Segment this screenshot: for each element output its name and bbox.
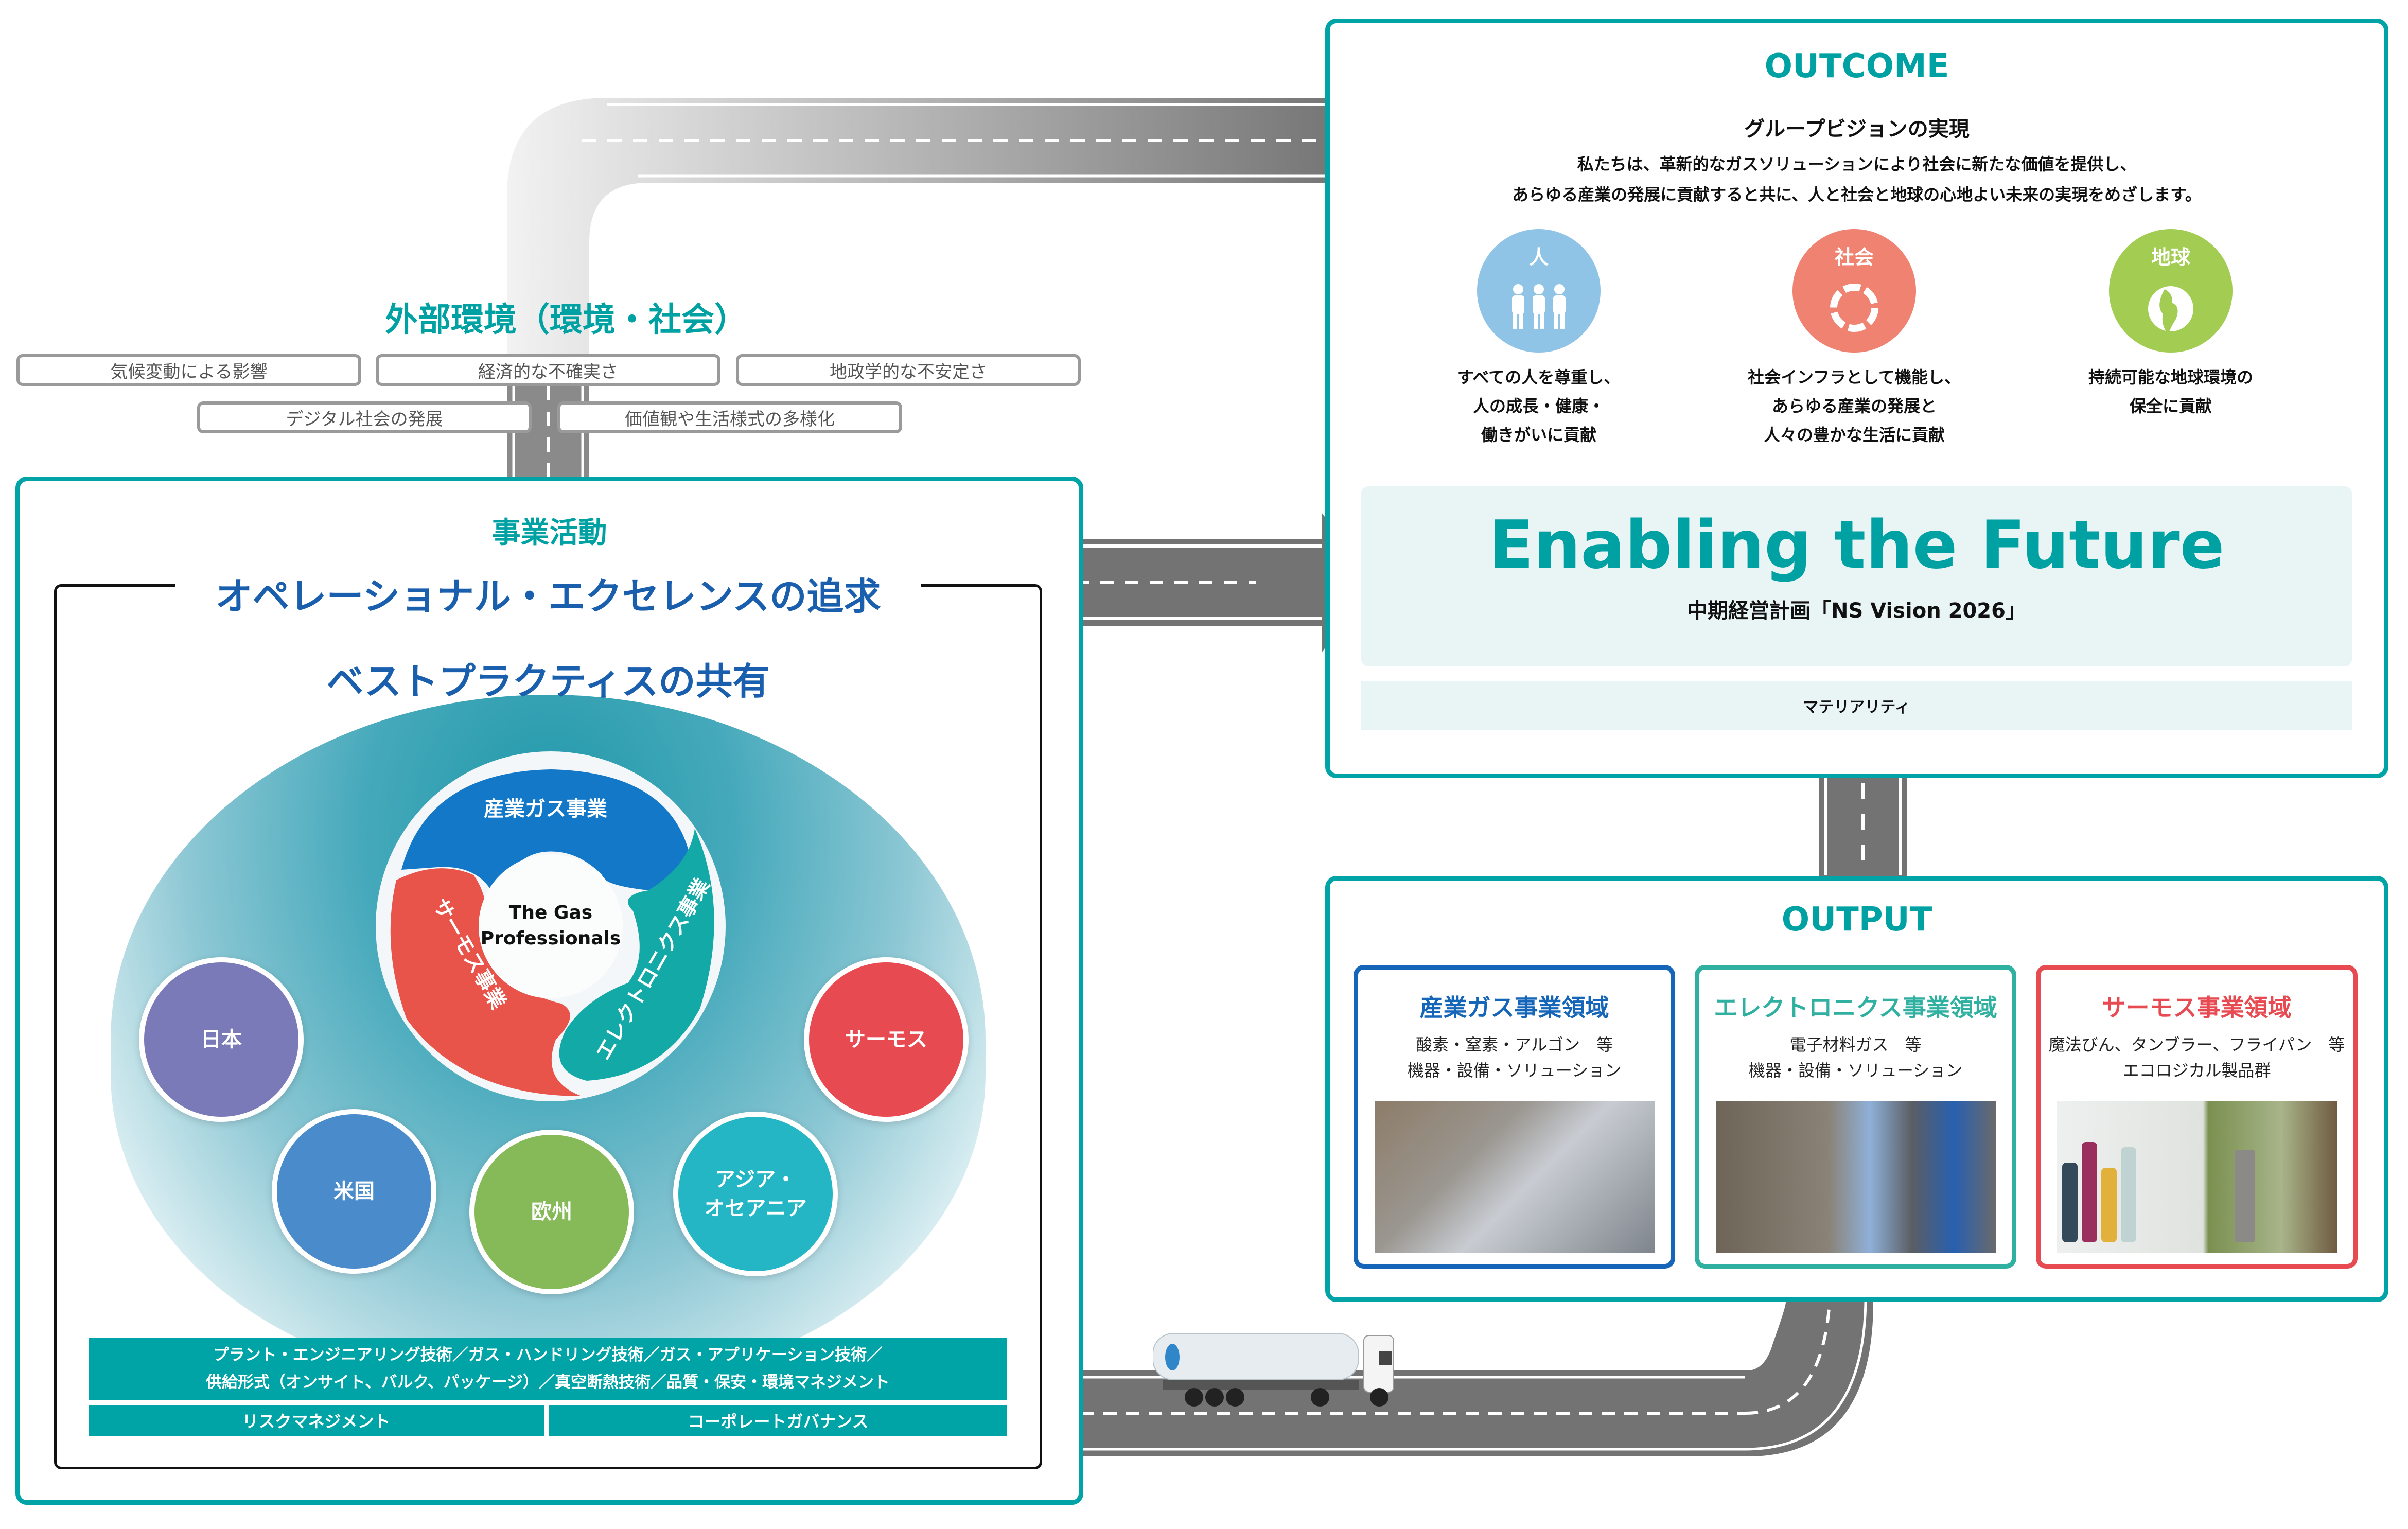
tanker-truck-icon	[1153, 1333, 1394, 1407]
pillar-people-caption: すべての人を尊重し、 人の成長・健康・ 働きがいに貢献	[1410, 363, 1667, 449]
foundation-technologies-bar: プラント・エンジニアリング技術／ガス・ハンドリング技術／ガス・アプリケーション技…	[89, 1338, 1007, 1400]
core-center-label-line1: The Gas	[509, 902, 592, 923]
output-card-desc: 電子材料ガス 等 機器・設備・ソリューション	[1699, 1032, 2012, 1083]
pillar-society-caption: 社会インフラとして機能し、 あらゆる産業の発展と 人々の豊かな生活に貢献	[1726, 363, 1983, 449]
region-usa: 米国	[272, 1109, 436, 1274]
external-factor-chip: 地政学的な不安定さ	[736, 354, 1081, 386]
caption-line: 保全に貢献	[2129, 396, 2212, 416]
globe-icon	[2148, 286, 2193, 335]
pillar-earth: 地球	[2109, 229, 2233, 353]
pillar-society: 社会	[1792, 229, 1916, 353]
foundation-technologies-line: プラント・エンジニアリング技術／ガス・ハンドリング技術／ガス・アプリケーション技…	[213, 1346, 883, 1365]
slogan-text: Enabling the Future	[1488, 507, 2225, 584]
desc-line: 魔法びん、タンブラー、フライパン 等	[2048, 1035, 2345, 1055]
desc-line: 酸素・窒素・アルゴン 等	[1415, 1035, 1613, 1055]
desc-line: 機器・設備・ソリューション	[1407, 1060, 1622, 1080]
best-practice-title: ベストプラクティスの共有	[326, 660, 770, 703]
corporate-governance-bar: コーポレートガバナンス	[549, 1405, 1007, 1436]
pillar-earth-label: 地球	[2151, 246, 2190, 269]
gas-cylinder-worker-photo	[1716, 1101, 1996, 1253]
region-asia-oceania: アジア・ オセアニア	[673, 1112, 838, 1276]
foundation-technologies-line: 供給形式（オンサイト、バルク、パッケージ）／真空断熱技術／品質・保安・環境マネジ…	[206, 1373, 890, 1392]
region-japan: 日本	[139, 957, 304, 1122]
caption-line: 働きがいに貢献	[1481, 425, 1596, 445]
output-card-title: エレクトロニクス事業領域	[1714, 994, 1997, 1022]
core-business-ring: 産業ガス事業 エレクトロニクス事業 サーモス事業 The Gas Profess…	[376, 751, 726, 1101]
pillar-people-label: 人	[1528, 246, 1549, 269]
segment-industrial-gas-label: 産業ガス事業	[484, 797, 607, 821]
caption-line: 社会インフラとして機能し、	[1747, 367, 1961, 387]
caption-line: あらゆる産業の発展と	[1771, 396, 1937, 416]
air-separation-plant-photo	[1375, 1101, 1655, 1253]
outcome-title: OUTCOME	[1764, 47, 1949, 85]
output-card-desc: 魔法びん、タンブラー、フライパン 等 エコロジカル製品群	[2041, 1032, 2353, 1083]
caption-line: すべての人を尊重し、	[1457, 367, 1621, 387]
materiality-bar: マテリアリティ	[1361, 681, 2352, 730]
risk-management-bar: リスクマネジメント	[89, 1405, 544, 1436]
output-card-title: サーモス事業領域	[2102, 994, 2292, 1022]
external-factor-chip: デジタル社会の発展	[197, 401, 532, 433]
output-card-industrial-gas: 産業ガス事業領域 酸素・窒素・アルゴン 等 機器・設備・ソリューション	[1354, 965, 1675, 1269]
region-europe: 欧州	[469, 1130, 634, 1294]
operational-excellence-title: オペレーショナル・エクセレンスの追求	[175, 566, 921, 620]
region-thermos: サーモス	[804, 957, 969, 1122]
community-circle-icon	[1830, 284, 1878, 332]
external-factor-chip: 気候変動による影響	[16, 354, 361, 386]
pillar-society-label: 社会	[1834, 246, 1874, 269]
output-title: OUTPUT	[1781, 901, 1932, 939]
caption-line: 人々の豊かな生活に貢献	[1763, 425, 1945, 445]
output-card-electronics: エレクトロニクス事業領域 電子材料ガス 等 機器・設備・ソリューション	[1695, 965, 2016, 1269]
business-activities-title: 事業活動	[491, 516, 607, 550]
vision-statement: 私たちは、革新的なガスソリューションにより社会に新たな価値を提供し、 あらゆる産…	[1325, 149, 2388, 210]
external-factor-chip: 価値観や生活様式の多様化	[557, 401, 902, 433]
bottles-icon	[2062, 1142, 2255, 1242]
caption-line: 持続可能な地球環境の	[2088, 367, 2253, 387]
output-card-desc: 酸素・窒素・アルゴン 等 機器・設備・ソリューション	[1358, 1032, 1671, 1083]
people-icon	[1512, 284, 1566, 329]
mid-term-plan-label: 中期経営計画「NS Vision 2026」	[1687, 599, 2026, 623]
segment-industrial-gas	[401, 769, 690, 895]
output-card-title: 産業ガス事業領域	[1419, 994, 1609, 1022]
segment-thermos	[390, 868, 582, 1096]
desc-line: 電子材料ガス 等	[1789, 1035, 1922, 1055]
slogan-box: Enabling the Future 中期経営計画「NS Vision 202…	[1361, 486, 2352, 666]
pillar-earth-caption: 持続可能な地球環境の 保全に貢献	[2042, 363, 2299, 420]
vision-line: 私たちは、革新的なガスソリューションにより社会に新たな価値を提供し、	[1577, 154, 2137, 174]
desc-line: エコロジカル製品群	[2122, 1060, 2271, 1080]
caption-line: 人の成長・健康・	[1472, 396, 1605, 416]
desc-line: 機器・設備・ソリューション	[1748, 1060, 1963, 1080]
vision-line: あらゆる産業の発展に貢献すると共に、人と社会と地球の心地よい未来の実現をめざしま…	[1512, 185, 2202, 205]
pillar-people: 人	[1477, 229, 1601, 353]
thermos-bottles-photo	[2057, 1101, 2337, 1253]
segment-electronics	[559, 829, 714, 1081]
external-environment-title: 外部環境（環境・社会）	[385, 301, 747, 339]
output-card-thermos: サーモス事業領域 魔法びん、タンブラー、フライパン 等 エコロジカル製品群	[2036, 965, 2358, 1269]
vision-heading: グループビジョンの実現	[1744, 117, 1970, 141]
core-center-label-line2: Professionals	[481, 928, 621, 949]
external-factor-chip: 経済的な不確実さ	[376, 354, 720, 386]
